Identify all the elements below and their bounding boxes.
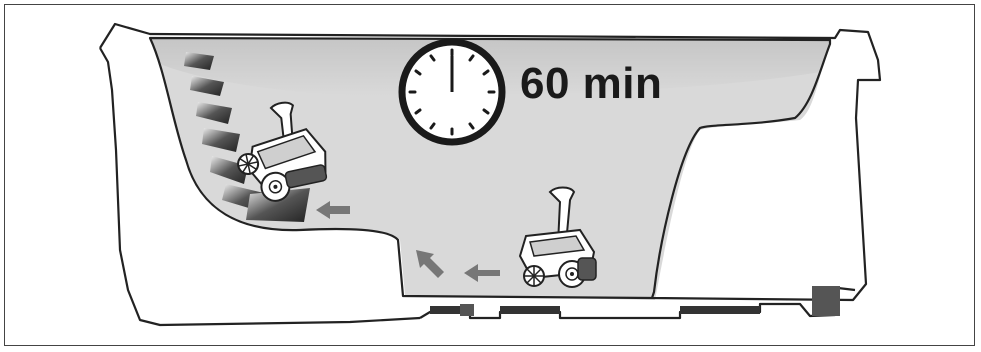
clock-icon [398,38,506,146]
wall-motion-trail [184,52,310,222]
motion-arrow-icon [316,201,350,219]
pool-water [150,38,830,300]
base-slab [430,306,470,314]
base-slab [680,306,760,314]
cleaning-duration-label: 60 min [520,59,663,108]
pool-outer-wall [99,47,421,327]
motion-arrow-icon [416,250,444,278]
base-slab [812,286,840,316]
pool-shell-outline [99,22,882,302]
pool-robot-icon [237,101,328,202]
pool-robot-icon [518,186,597,288]
base-slab [460,304,474,316]
motion-arrow-icon [464,264,500,282]
base-slab [500,306,560,314]
